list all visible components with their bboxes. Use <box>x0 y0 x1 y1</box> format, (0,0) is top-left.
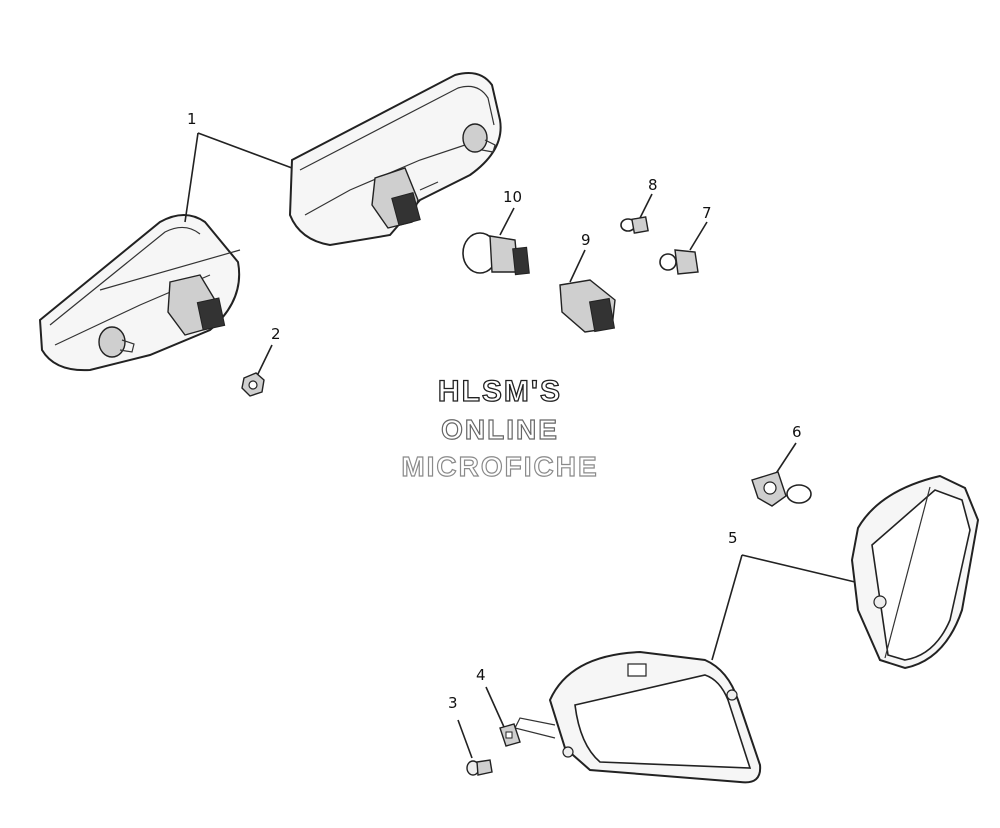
leader-5b <box>711 554 743 661</box>
watermark-line-3: MICROFICHE <box>401 451 599 482</box>
headlight-left <box>514 650 762 784</box>
callout-7: 7 <box>702 204 712 222</box>
leader-1a <box>197 132 293 169</box>
clip-part <box>485 686 521 747</box>
callout-5: 5 <box>728 529 738 547</box>
taillight-upper <box>288 72 502 247</box>
callout-2: 2 <box>271 325 281 343</box>
leader-1b <box>184 132 199 223</box>
callout-1: 1 <box>187 110 197 128</box>
headlight-bulb-part <box>751 442 812 507</box>
mini-bulb-part <box>620 193 653 234</box>
socket-bulb-part <box>659 221 708 275</box>
watermark-line-1: HLSM'S <box>437 375 563 408</box>
callout-9: 9 <box>581 231 591 249</box>
bulb-wedge-part <box>462 207 530 276</box>
leader-5a <box>741 554 856 583</box>
headlight-right <box>850 474 980 670</box>
screw-part <box>457 719 493 776</box>
callout-4: 4 <box>476 666 486 684</box>
watermark-line-2: ONLINE <box>441 414 559 445</box>
taillight-lower <box>38 214 241 372</box>
nut-part <box>241 344 273 397</box>
callout-10: 10 <box>503 188 523 206</box>
callout-3: 3 <box>448 694 458 712</box>
callout-6: 6 <box>792 423 802 441</box>
bulb-socket-part <box>559 249 616 333</box>
callout-8: 8 <box>648 176 658 194</box>
